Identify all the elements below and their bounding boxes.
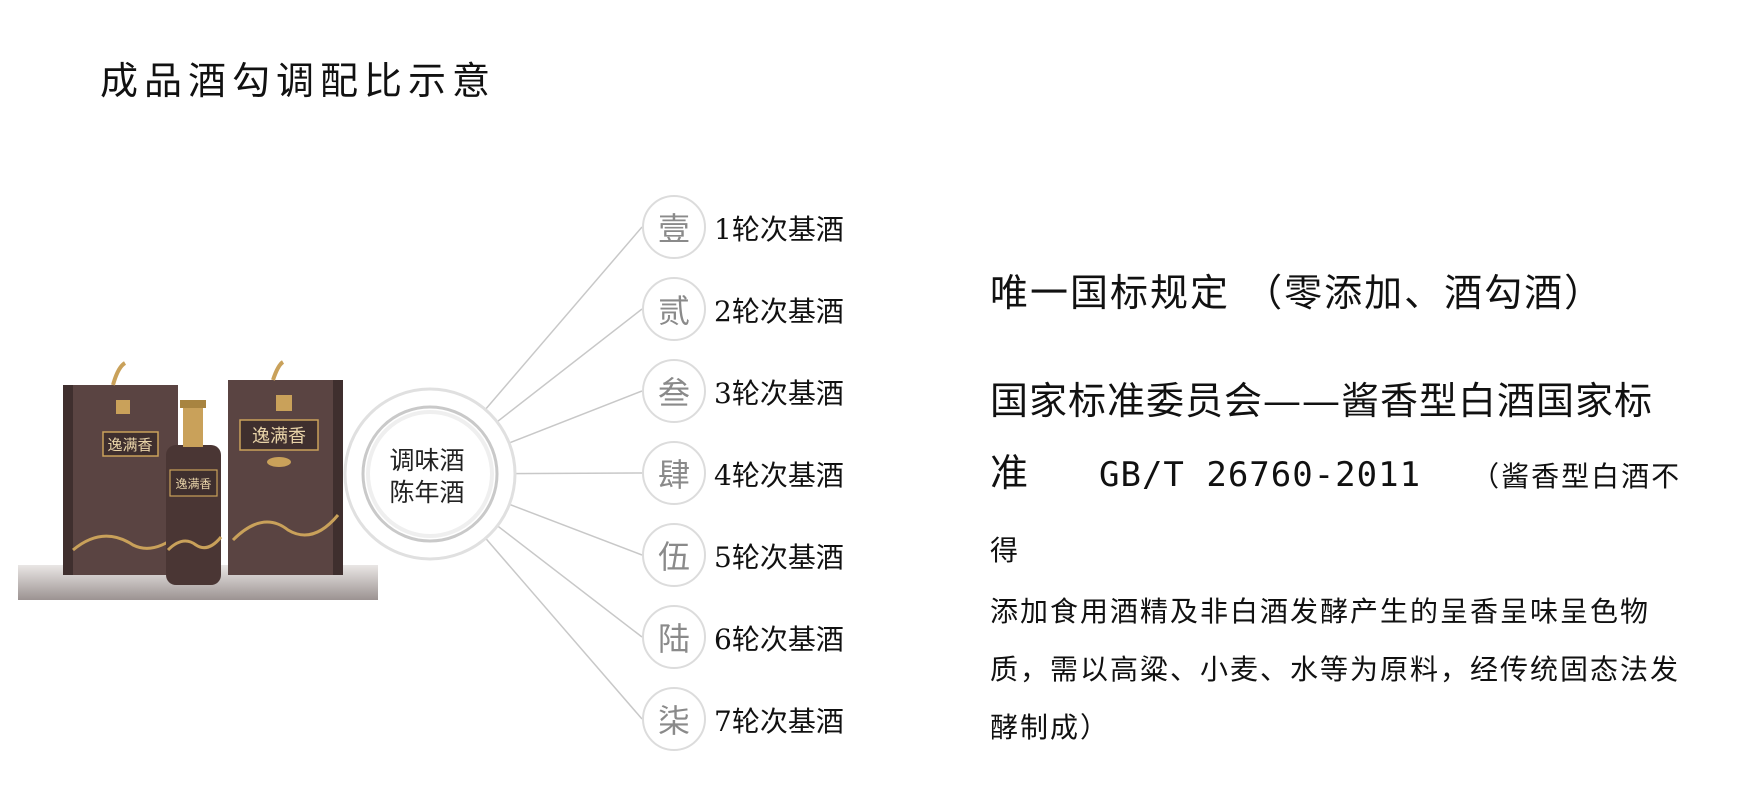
center-label-line1: 调味酒 [372,445,482,477]
round-label-4: 4轮次基酒 [714,454,844,494]
round-numeral-2: 贰 [642,277,706,341]
standard-note: 添加食用酒精及非白酒发酵产生的呈香呈味呈色物质，需以高粱、小麦、水等为原料，经传… [990,583,1700,757]
center-label-line2: 陈年酒 [372,477,482,509]
bottle [166,445,221,585]
round-numeral-3: 叁 [642,359,706,423]
brand-text-left: 逸满香 [107,436,152,454]
brand-text-bottle: 逸满香 [175,477,211,491]
round-label-1: 1轮次基酒 [714,208,844,248]
round-numeral-7: 柒 [642,687,706,751]
center-label: 调味酒 陈年酒 [372,445,482,509]
round-numeral-4: 肆 [642,441,706,505]
round-label-5: 5轮次基酒 [714,536,844,576]
round-label-7: 7轮次基酒 [714,700,844,740]
standard-heading: 唯一国标规定 （零添加、酒勾酒） [990,262,1700,317]
standard-code: GB/T 26760-2011 [1099,455,1421,495]
round-numeral-6: 陆 [642,605,706,669]
standard-line2-prefix: 准 [990,451,1029,495]
round-label-2: 2轮次基酒 [714,290,844,330]
round-numeral-5: 伍 [642,523,706,587]
standard-line1: 国家标准委员会——酱香型白酒国家标 [990,365,1700,437]
round-label-6: 6轮次基酒 [714,618,844,658]
brand-text-right: 逸满香 [252,426,306,447]
round-numeral-1: 壹 [642,195,706,259]
round-label-3: 3轮次基酒 [714,372,844,412]
product-image: 逸满香 逸满香 逸满香 [18,350,378,600]
